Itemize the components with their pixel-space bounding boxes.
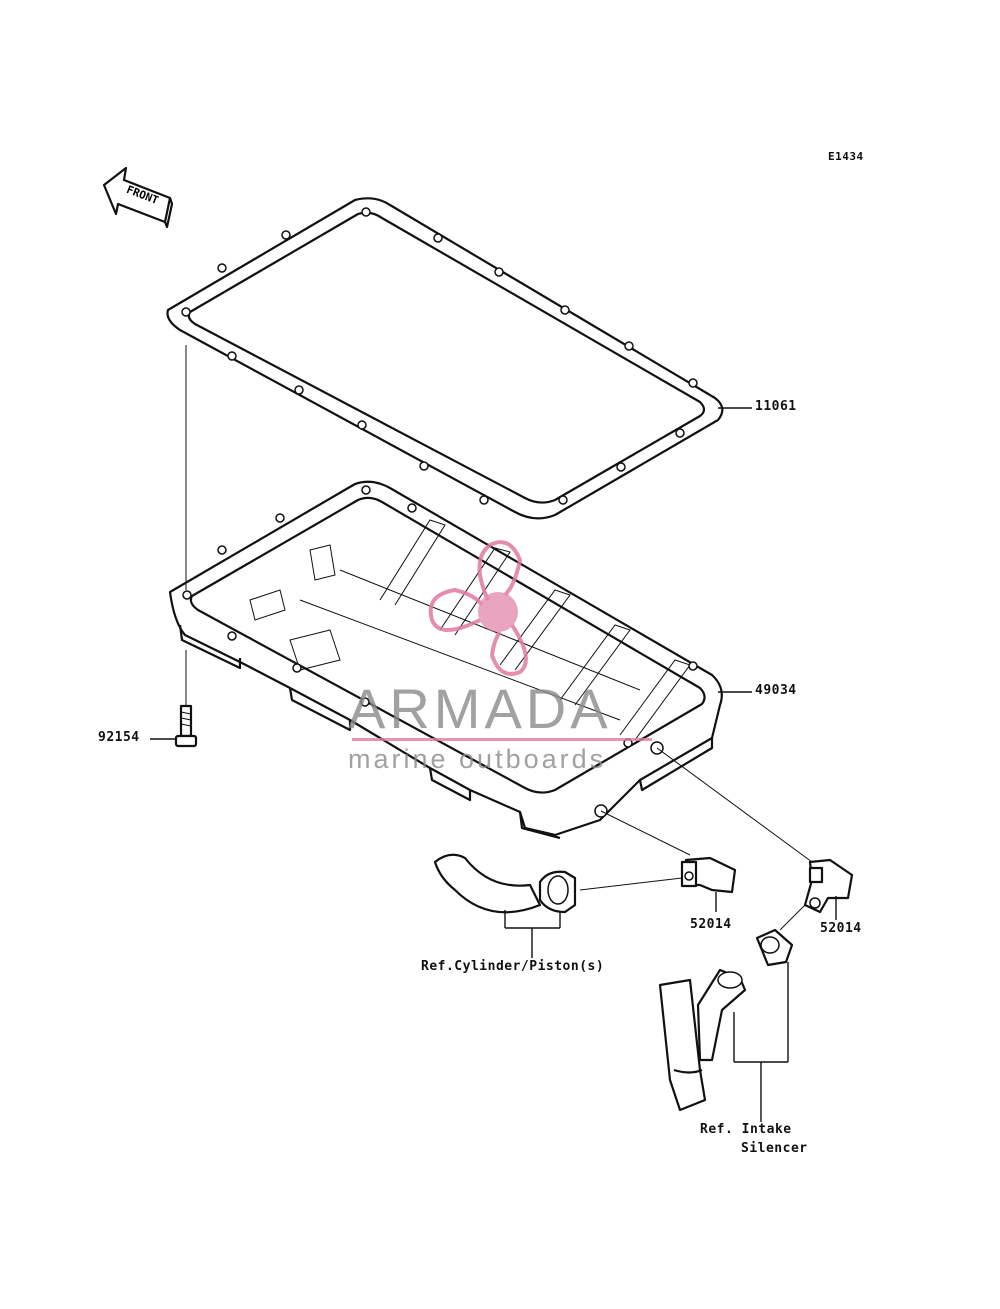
diagram-code: E1434 [828,150,864,163]
watermark-divider [352,738,652,741]
cylinder-hose [433,853,577,958]
intake-silencer-hose [658,928,794,1122]
ref-cylinder: Ref.Cylinder/Piston(s) [421,959,605,974]
oil-pan-bolt [150,345,198,748]
right-hose-fitting [656,747,854,931]
ref-intake-line1: Ref. Intake [700,1122,792,1137]
left-hose-fitting [579,810,737,912]
callout-oil-pan: 49034 [755,683,797,698]
armada-propeller-logo-icon [428,540,528,676]
callout-fitting-left: 52014 [690,917,732,932]
watermark-tagline: marine outboards [348,744,607,774]
callout-gasket: 11061 [755,399,797,414]
callout-bolt: 92154 [98,730,140,745]
callout-fitting-right: 52014 [820,921,862,936]
watermark-brand: ARMADA [348,677,612,740]
ref-intake-line2: Silencer [741,1141,808,1156]
oil-pan [168,480,723,840]
oil-pan-gasket [166,197,724,520]
front-arrow-icon: FRONT [102,166,174,229]
